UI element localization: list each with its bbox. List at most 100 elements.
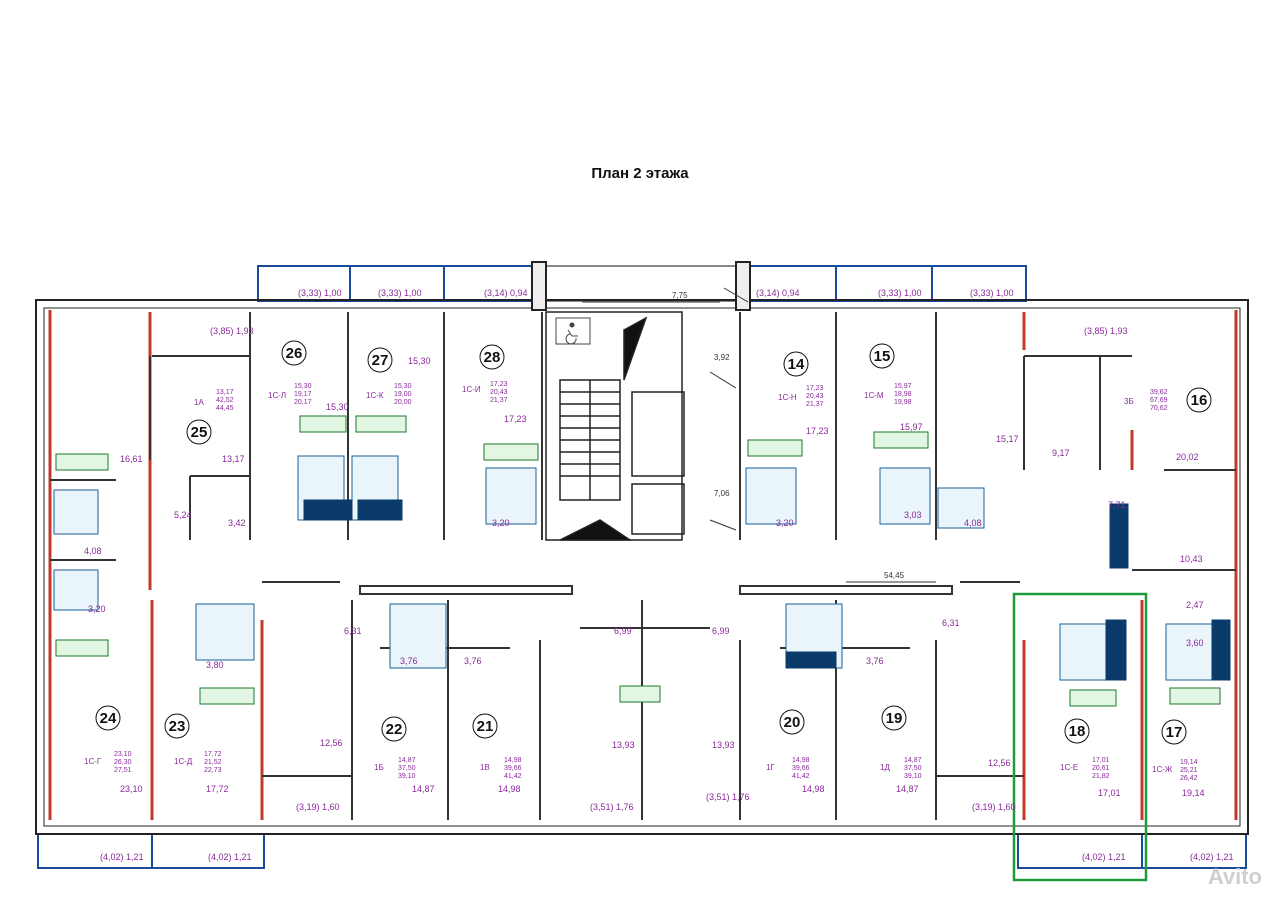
dim-stair-a: 3,92 — [714, 353, 730, 362]
apartment-spec: 1С-Г 23,10 26,30 27,51 — [84, 751, 132, 774]
apartment-area-with-balcony: 39,10 — [904, 773, 922, 780]
apartment-spec: 1В 14,98 39,66 41,42 — [480, 757, 522, 780]
room-area: 12,56 — [988, 758, 1011, 768]
apartment-code: 1В — [480, 763, 490, 772]
room-area: 15,30 — [326, 402, 349, 412]
apartment-area-with-balcony: 20,17 — [294, 399, 312, 406]
apartment-code: 1Д — [880, 763, 890, 772]
apartment-area-with-balcony: 21,37 — [806, 401, 824, 408]
apartment-code: 1С-К — [366, 391, 384, 400]
room-area: 14,98 — [802, 784, 825, 794]
room-area: 4,08 — [964, 518, 982, 528]
apartment-spec: 1С-М 15,97 18,98 19,98 — [864, 383, 912, 406]
room-area: 3,03 — [904, 510, 922, 520]
apartment-code: 1С-Ж — [1152, 765, 1173, 774]
room-area: 10,43 — [1180, 554, 1203, 564]
apartment-number: 25 — [191, 424, 208, 441]
balcony-label: (4,02) 1,21 — [100, 852, 144, 862]
room-area: 6,99 — [614, 626, 632, 636]
apartment-code: 1С-Г — [84, 757, 102, 766]
apartment-spec: 1А 13,17 42,52 44,45 — [194, 389, 234, 412]
apartment-area-total: 67,69 — [1150, 397, 1168, 404]
loggia-labels: (3,85) 1,93 (3,85) 1,93 — [210, 326, 1128, 336]
dimension-labels: 7,75 3,92 7,06 54,45 — [672, 291, 905, 580]
apartment-area-total: 26,30 — [114, 759, 132, 766]
apartment-area-total: 37,50 — [904, 765, 922, 772]
balcony-label: (3,14) 0,94 — [756, 288, 800, 298]
apartment-code: 1С-Н — [778, 393, 797, 402]
room-area: 7,71 — [1108, 500, 1126, 510]
bathrooms — [53, 455, 1221, 681]
room-area: 9,17 — [1052, 448, 1070, 458]
room-area: 16,61 — [120, 454, 143, 464]
apartment-area-with-balcony: 20,00 — [394, 399, 412, 406]
apartment-number: 26 — [286, 345, 303, 362]
room-area: 17,23 — [504, 414, 527, 424]
room-area: 3,42 — [228, 518, 246, 528]
apartment-code: 1Б — [374, 763, 384, 772]
apartment-area-total: 25,21 — [1180, 767, 1198, 774]
apartment-area-with-balcony: 21,82 — [1092, 773, 1110, 780]
apartment-area-living: 23,10 — [114, 751, 132, 758]
apartment-spec: 1С-И 17,23 20,43 21,37 — [462, 381, 508, 404]
dim-stair-b: 7,06 — [714, 489, 730, 498]
dim-corridor: 54,45 — [884, 571, 905, 580]
apartment-area-living: 19,14 — [1180, 759, 1198, 766]
room-area: 13,93 — [712, 740, 735, 750]
balcony-label: (4,02) 1,21 — [208, 852, 252, 862]
stair-core — [545, 311, 685, 541]
room-area: 3,20 — [776, 518, 794, 528]
room-area: 3,76 — [400, 656, 418, 666]
apartment-code: 3Б — [1124, 397, 1134, 406]
room-area: 13,17 — [222, 454, 245, 464]
loggia-label: (3,85) 1,93 — [1084, 326, 1128, 336]
apartment-area-living: 14,87 — [398, 757, 416, 764]
room-area: 14,87 — [412, 784, 435, 794]
partitions — [48, 310, 1238, 820]
apartment-area-with-balcony: 22,73 — [204, 767, 222, 774]
room-area: 3,20 — [492, 518, 510, 528]
apartment-area-living: 14,98 — [504, 757, 522, 764]
outer-walls — [35, 261, 1249, 835]
apartment-number: 20 — [784, 714, 801, 731]
room-area: 13,93 — [612, 740, 635, 750]
apartment-spec: 1С-Л 15,30 19,17 20,17 — [268, 383, 312, 406]
room-area: 4,08 — [84, 546, 102, 556]
apartment-area-total: 39,66 — [792, 765, 810, 772]
balcony-label: (3,19) 1,60 — [972, 802, 1016, 812]
balcony-label: (3,33) 1,00 — [970, 288, 1014, 298]
balcony-label: (3,19) 1,60 — [296, 802, 340, 812]
apartment-area-total: 20,61 — [1092, 765, 1110, 772]
apartment-spec: 1С-Д 17,72 21,52 22,73 — [174, 751, 222, 774]
apartment-area-with-balcony: 19,98 — [894, 399, 912, 406]
apartment-spec: 1Г 14,98 39,66 41,42 — [766, 757, 810, 780]
balcony-label: (3,51) 1,76 — [706, 792, 750, 802]
apartment-area-living: 13,17 — [216, 389, 234, 396]
room-area: 17,01 — [1098, 788, 1121, 798]
apartment-spec: 1С-К 15,30 19,00 20,00 — [366, 383, 412, 406]
apartment-area-total: 42,52 — [216, 397, 234, 404]
apartment-area-living: 14,87 — [904, 757, 922, 764]
loggia-label: (3,85) 1,93 — [210, 326, 254, 336]
apartment-area-living: 17,72 — [204, 751, 222, 758]
apartment-number: 18 — [1069, 723, 1086, 740]
room-area: 19,14 — [1182, 788, 1205, 798]
apartment-code: 1А — [194, 398, 204, 407]
room-area: 5,24 — [174, 510, 192, 520]
apartment-spec: 1Д 14,87 37,50 39,10 — [880, 757, 922, 780]
room-area: 3,76 — [464, 656, 482, 666]
apartment-area-total: 19,17 — [294, 391, 312, 398]
apartment-number: 16 — [1191, 392, 1208, 409]
apartment-number: 21 — [477, 718, 494, 735]
kitchens — [55, 415, 1221, 707]
room-area: 6,31 — [942, 618, 960, 628]
room-area: 17,72 — [206, 784, 229, 794]
apartment-area-living: 15,30 — [294, 383, 312, 390]
apartment-number: 23 — [169, 718, 186, 735]
balcony-labels-top: (3,33) 1,00 (3,33) 1,00 (3,14) 0,94 (3,1… — [298, 288, 1014, 298]
room-area: 23,10 — [120, 784, 143, 794]
room-area-labels: 16,61 13,17 5,24 3,42 4,08 3,20 15,30 15… — [84, 356, 1205, 798]
room-area: 14,87 — [896, 784, 919, 794]
apartment-area-total: 37,50 — [398, 765, 416, 772]
